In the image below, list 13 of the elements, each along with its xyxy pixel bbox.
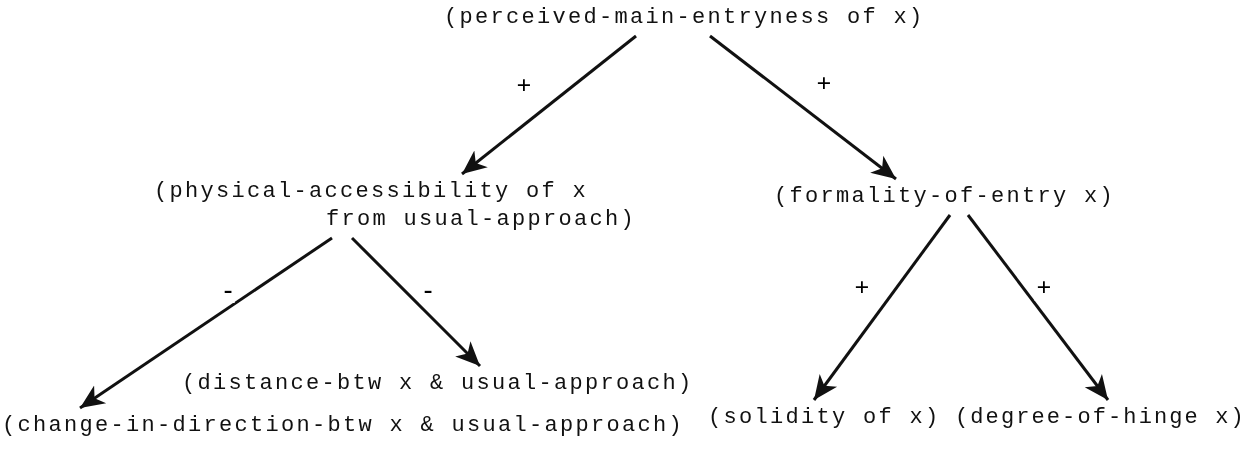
arrow	[79, 236, 333, 410]
node-label: (physical-accessibility of x from usual-approach)	[154, 178, 636, 234]
node-label: (distance-btw x & usual-approach)	[182, 370, 694, 398]
node-label: (formality-of-entry x)	[774, 183, 1116, 211]
arrow	[966, 214, 1110, 401]
arrow	[350, 236, 482, 368]
node-label: (degree-of-hinge x)	[955, 404, 1246, 432]
arrow	[461, 34, 637, 176]
arrow	[709, 34, 897, 181]
node-label: (solidity of x)	[708, 404, 941, 432]
node-label: (change-in-direction-btw x & usual-approach)	[2, 412, 685, 440]
node-label: (perceived-main-entryness of x)	[444, 4, 925, 32]
arrow	[812, 214, 952, 401]
